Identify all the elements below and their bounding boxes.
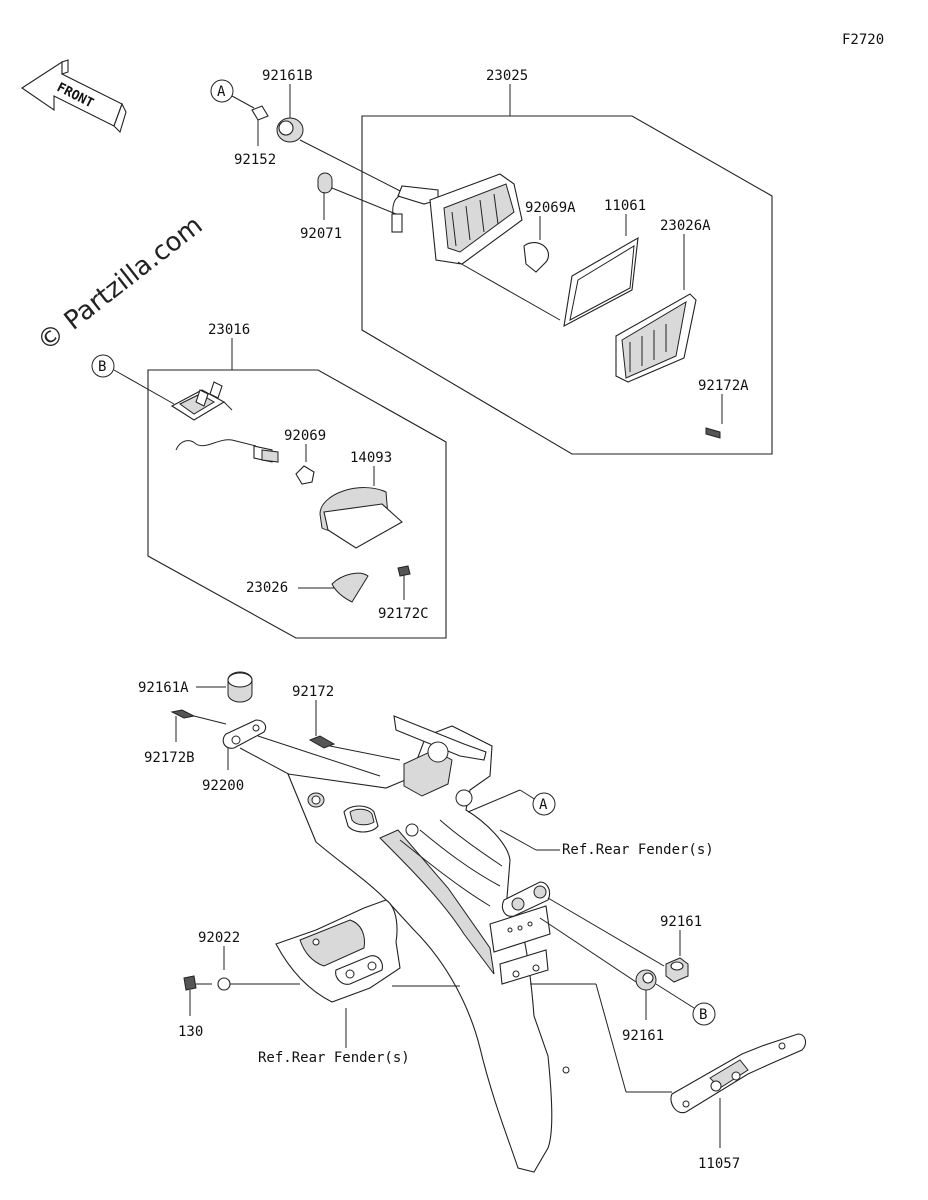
part-92071 [317,172,333,194]
part-92172C-screw [397,565,411,577]
label-92172B: 92172B [144,750,195,766]
label-92161-upper: 92161 [660,914,702,930]
callout-a-fender-label: A [539,797,548,813]
callout-b-mid-label: B [98,359,106,375]
callout-b-fender [692,1002,716,1026]
part-23026A-lens [615,293,697,383]
part-92172-screw [308,735,336,749]
ref-rear-fender-upper: Ref.Rear Fender(s) [562,842,714,858]
part-92161B [276,117,304,143]
group-frame-23016 [147,369,447,639]
label-130: 130 [178,1024,203,1040]
part-92152 [251,105,269,121]
label-92161A: 92161A [138,680,189,696]
part-11057-bracket [670,1033,807,1114]
tail-lamp-assembly-23025: 23025 A 92152 92161B 92071 [210,68,773,455]
callout-a-top-label: A [217,84,226,100]
label-92071: 92071 [300,226,342,242]
rear-fender-assembly: 92161A 92172B 92200 92172 [138,671,807,1173]
label-23026A: 23026A [660,218,711,234]
license-lamp-assembly-23016: 23016 B 92069 14093 23026 [91,322,447,639]
callout-a-top [210,79,234,103]
label-14093: 14093 [350,450,392,466]
group-frame-23025 [361,115,773,455]
label-23016: 23016 [208,322,250,338]
label-92069: 92069 [284,428,326,444]
label-92022: 92022 [198,930,240,946]
part-92022-washer [217,977,231,991]
part-92069-bulb [295,465,315,485]
part-92069A-bulb [523,242,550,273]
part-130-bolt [183,975,197,991]
figure-code: F2720 [842,32,884,48]
label-92172: 92172 [292,684,334,700]
part-lamp-wire [175,439,279,463]
label-92069A: 92069A [525,200,576,216]
label-92161B: 92161B [262,68,313,84]
callout-b-mid [91,354,115,378]
label-23026: 23026 [246,580,288,596]
part-23026-lens [331,572,369,603]
part-lower-fender-piece [275,899,401,1003]
ref-rear-fender-lower: Ref.Rear Fender(s) [258,1050,410,1066]
label-92161-lower: 92161 [622,1028,664,1044]
part-14093 [319,487,403,549]
label-92172C: 92172C [378,606,429,622]
label-92200: 92200 [202,778,244,794]
part-92161-upper [665,957,689,983]
part-lamp-bracket [170,381,233,421]
label-92172A: 92172A [698,378,749,394]
part-92200-plate [222,719,267,749]
part-rear-fender-body [287,715,570,1173]
label-92152: 92152 [234,152,276,168]
part-lamp-housing [391,173,561,321]
part-92161A [227,671,253,703]
front-arrow-icon: FRONT [21,59,127,134]
part-92172A-screw [705,427,721,439]
callout-a-fender [532,792,556,816]
callout-b-fender-label: B [699,1007,707,1023]
part-92161-lower [635,969,657,991]
label-23025: 23025 [486,68,528,84]
label-11061: 11061 [604,198,646,214]
watermark: © Partzilla.com [32,210,209,357]
part-11061 [563,236,639,328]
part-92172B-screw [170,709,196,719]
label-11057: 11057 [698,1156,740,1172]
